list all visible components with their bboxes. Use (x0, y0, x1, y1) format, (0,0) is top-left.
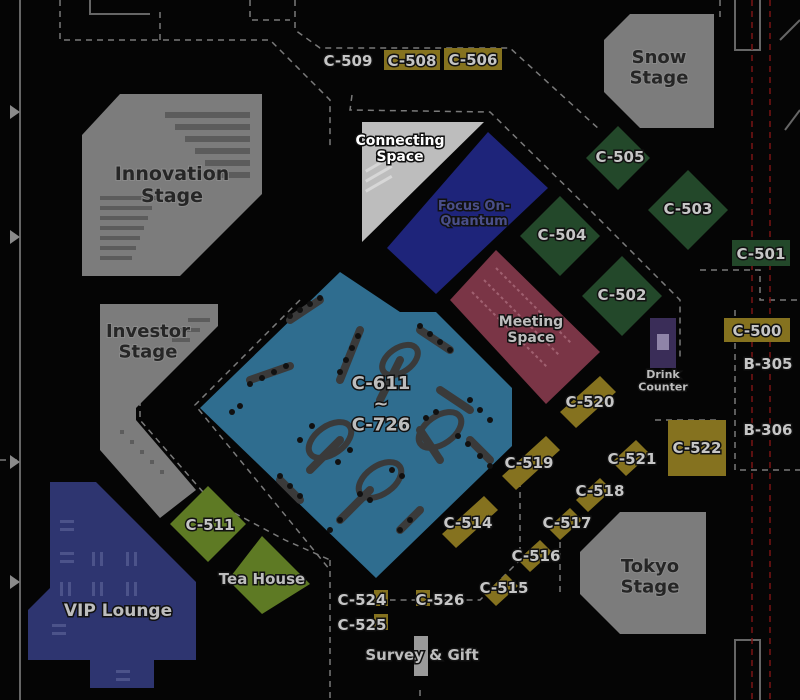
booth-c516[interactable]: C-516 (510, 540, 562, 572)
vip-lounge-label: VIP Lounge (64, 601, 172, 621)
booth-c509-label: C-509 (324, 52, 373, 70)
booth-c502[interactable]: C-502 (582, 256, 662, 336)
booth-c508-label: C-508 (388, 52, 437, 70)
booth-c517-label: C-517 (543, 514, 592, 532)
booth-c508[interactable]: C-508 (384, 50, 440, 72)
booth-c506[interactable]: C-506 (444, 48, 502, 71)
booth-c525-label: C-525 (338, 616, 387, 634)
booth-c503[interactable]: C-503 (648, 170, 728, 250)
booth-c515-label: C-515 (480, 579, 529, 597)
booth-c519[interactable]: C-519 (502, 436, 560, 490)
tea-house-label: Tea House (219, 570, 305, 588)
booth-c514[interactable]: C-514 (442, 496, 498, 548)
hall-c611-c726-label: C-611~C-726 (352, 373, 411, 435)
booth-c504[interactable]: C-504 (520, 196, 600, 276)
booth-c524[interactable]: C-524 (336, 590, 388, 611)
entrance-markers (10, 105, 20, 589)
booth-c517[interactable]: C-517 (541, 508, 593, 540)
booth-c504-label: C-504 (538, 226, 587, 244)
booth-c518[interactable]: C-518 (574, 478, 626, 512)
booth-c521-label: C-521 (608, 450, 657, 468)
booth-c509[interactable]: C-509 (322, 51, 374, 72)
booth-c520-label: C-520 (566, 393, 615, 411)
booth-c526-label: C-526 (416, 591, 465, 609)
exhibition-hall-c611-c726[interactable]: C-611~C-726 (200, 272, 512, 578)
booth-c522-label: C-522 (673, 439, 722, 457)
booth-c502-label: C-502 (598, 286, 647, 304)
booth-c500-label: C-500 (733, 322, 782, 340)
booth-c500[interactable]: C-500 (724, 318, 790, 342)
booth-c526[interactable]: C-526 (414, 590, 466, 611)
vip-lounge[interactable]: VIP Lounge (28, 482, 196, 688)
booth-c525[interactable]: C-525 (336, 614, 388, 636)
focus-on-quantum-label: Focus On-Quantum (438, 199, 510, 229)
booth-c519-label: C-519 (505, 454, 554, 472)
booth-c522[interactable]: C-522 (668, 420, 726, 476)
booth-c501-label: C-501 (737, 245, 786, 263)
tea-house[interactable]: Tea House (217, 536, 310, 614)
booth-c524-label: C-524 (338, 591, 387, 609)
booth-c503-label: C-503 (664, 200, 713, 218)
booth-b305[interactable]: B-305 (742, 354, 794, 375)
booth-c506-label: C-506 (449, 51, 498, 69)
booth-b306-label: B-306 (744, 421, 793, 439)
focus-on-quantum[interactable]: Focus On-Quantum (387, 132, 548, 294)
booth-c514-label: C-514 (444, 514, 493, 532)
hall-walls (19, 0, 800, 700)
booth-b305-label: B-305 (744, 355, 793, 373)
booth-c505[interactable]: C-505 (586, 126, 650, 190)
booth-c516-label: C-516 (512, 547, 561, 565)
booth-c521[interactable]: C-521 (606, 440, 658, 476)
booth-c520[interactable]: C-520 (560, 376, 616, 428)
survey-gift-label: Survey & Gift (365, 646, 478, 664)
booth-c515[interactable]: C-515 (478, 574, 530, 606)
booth-c501[interactable]: C-501 (732, 240, 790, 266)
booth-c511-label: C-511 (186, 516, 235, 534)
aisle-lines (751, 0, 771, 700)
booth-c511[interactable]: C-511 (170, 486, 246, 562)
booth-c505-label: C-505 (596, 148, 645, 166)
booth-c518-label: C-518 (576, 482, 625, 500)
booth-b306[interactable]: B-306 (742, 420, 794, 441)
survey-and-gift[interactable]: Survey & Gift (364, 636, 480, 676)
